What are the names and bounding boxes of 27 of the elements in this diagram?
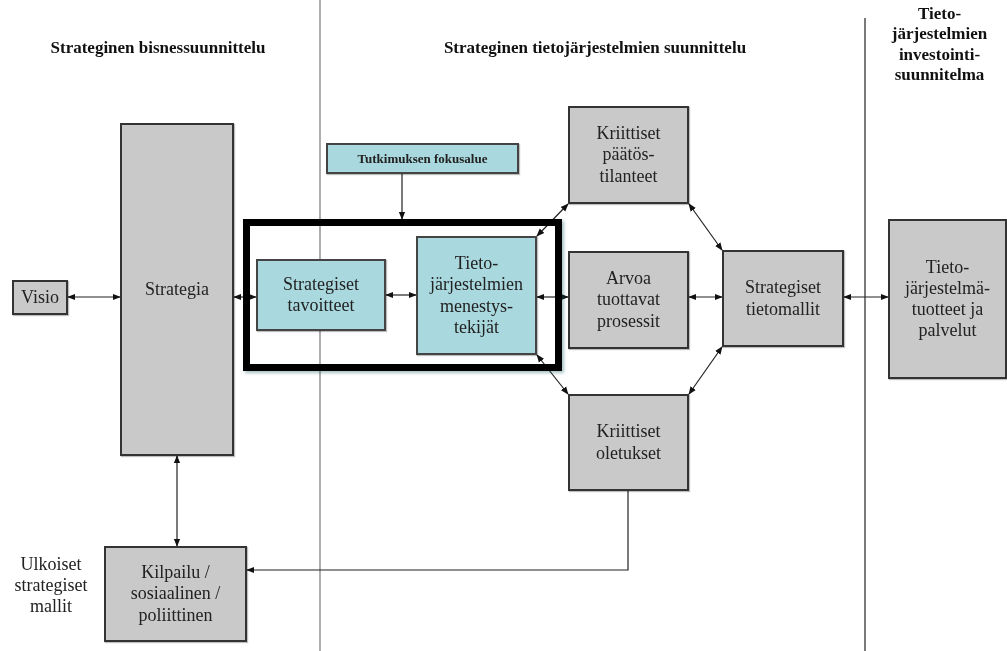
arrow xyxy=(536,293,569,301)
arrow xyxy=(843,293,889,301)
focus-box: Tieto- järjestelmien menestys- tekijät xyxy=(416,236,537,355)
process-box: Kriittiset oletukset xyxy=(568,394,689,491)
focus-frame xyxy=(243,219,562,371)
column-heading: Tieto- järjestelmien investointi- suunnitelma xyxy=(890,4,989,86)
focus-box: Strategiset tavoitteet xyxy=(256,259,386,331)
focus-box: Tutkimuksen fokusalue xyxy=(326,143,519,174)
process-box: Tieto- järjestelmä- tuotteet ja palvelut xyxy=(888,219,1007,379)
process-box: Strategiset tietomallit xyxy=(722,250,844,347)
arrow xyxy=(246,490,629,574)
arrow xyxy=(173,455,181,547)
column-heading: Strateginen bisnessuunnittelu xyxy=(49,38,267,59)
arrow xyxy=(688,293,723,301)
arrow xyxy=(385,291,417,299)
arrow xyxy=(688,203,723,251)
arrow xyxy=(67,293,121,301)
arrow xyxy=(536,203,569,237)
arrow xyxy=(688,346,723,395)
process-box: Kriittiset päätös- tilanteet xyxy=(568,106,689,204)
process-box: Arvoa tuottavat prosessit xyxy=(568,251,689,349)
process-box: Strategia xyxy=(120,123,234,456)
process-box: Kilpailu / sosiaalinen / poliittinen xyxy=(104,546,247,642)
process-box: Visio xyxy=(12,280,68,315)
side-label: Ulkoiset strategiset mallit xyxy=(13,554,89,618)
arrow xyxy=(398,173,406,220)
column-heading: Strateginen tietojärjestelmien suunnittelu xyxy=(442,38,748,59)
